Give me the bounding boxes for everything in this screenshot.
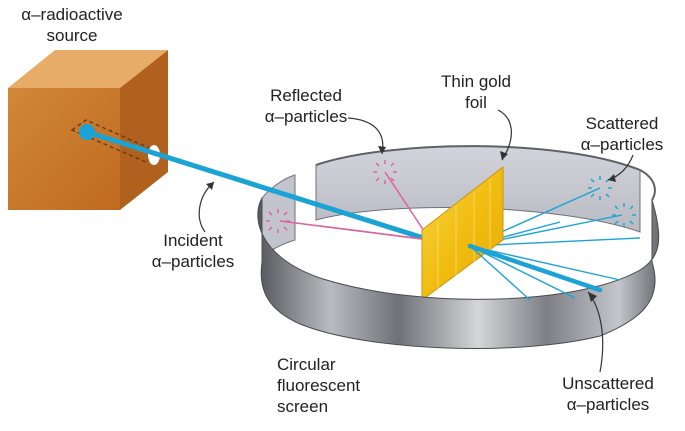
- reflected-leader-arrow: [378, 146, 386, 154]
- scattered-track-3: [469, 237, 641, 247]
- reflected-label-line2: α–particles: [265, 107, 348, 126]
- source-box-front: [8, 88, 120, 210]
- screen-label-line1: Circular: [277, 355, 336, 374]
- source-label-line1: α–radioactive: [21, 5, 123, 24]
- incident-leader-arrow: [206, 182, 214, 190]
- source-box-side: [120, 50, 168, 210]
- scattered-leader-arrow: [608, 174, 616, 182]
- foil-leader-arrow: [500, 151, 508, 160]
- scattered-label-line1: Scattered: [586, 114, 659, 133]
- reflected-track-1: [384, 171, 431, 241]
- unscattered-leader-arrow: [588, 292, 597, 302]
- screen-front-wall: [257, 197, 660, 349]
- reflected-flash-top: [373, 160, 397, 184]
- unscattered-beam: [467, 243, 603, 293]
- source-label-line2: source: [46, 26, 97, 45]
- foil-label-line2: foil: [465, 93, 487, 112]
- reflected-flash-left: [266, 209, 290, 233]
- reflected-label-line1: Reflected: [270, 86, 342, 105]
- unscattered-side-tracks: [469, 245, 621, 301]
- reflected-track-3: [319, 225, 431, 241]
- source-box-top: [8, 50, 168, 88]
- incident-label-line1: Incident: [163, 231, 223, 250]
- screen-label-line2: fluorescent: [277, 376, 360, 395]
- unscattered-label-line2: α–particles: [567, 395, 650, 414]
- screen-top-rim: [315, 145, 656, 201]
- gold-foil: [421, 165, 504, 301]
- foil-label-line1: Thin gold: [441, 72, 511, 91]
- incident-label-line2: α–particles: [152, 252, 235, 271]
- unscattered-label-line1: Unscattered: [562, 374, 654, 393]
- scattered-flash-2: [612, 203, 636, 227]
- incident-beam: [84, 129, 433, 243]
- reflected-leader: [347, 117, 384, 155]
- reflected-tracks: [279, 171, 431, 241]
- screen-label-line3: screen: [277, 397, 328, 416]
- scattered-label-line2: α–particles: [581, 135, 664, 154]
